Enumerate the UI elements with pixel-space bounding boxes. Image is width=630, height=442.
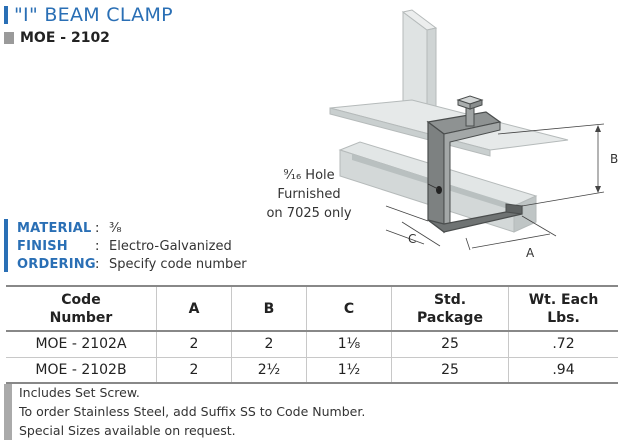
- cell-a: 2: [156, 357, 232, 383]
- note-line: To order Stainless Steel, add Suffix SS …: [19, 404, 366, 419]
- notes-accent-bar: [4, 384, 12, 440]
- page-title: "I" BEAM CLAMP: [14, 4, 173, 26]
- hole-note-line-1: ⁹⁄₁₆ Hole: [283, 168, 335, 183]
- header-line: Wt. Each: [528, 291, 599, 308]
- code-table: Code Number A B C Std. Package Wt. Each …: [6, 285, 618, 384]
- cell-weight: .94: [552, 361, 575, 378]
- specs-accent-bar: [4, 219, 8, 272]
- spec-colon: :: [95, 238, 100, 254]
- header-line: Code: [61, 291, 101, 308]
- dimension-a-label: A: [526, 246, 535, 260]
- header-line: Lbs.: [547, 309, 580, 326]
- cell-code-number: MOE - 2102A: [6, 331, 157, 357]
- title-row: "I" BEAM CLAMP: [4, 4, 173, 26]
- cell-a: 2: [156, 331, 232, 357]
- spec-label: MATERIAL: [17, 220, 92, 236]
- subtitle-row: MOE - 2102: [4, 30, 110, 46]
- beam-clamp-illustration: [329, 9, 605, 251]
- col-header-c: C: [306, 286, 392, 331]
- spec-label: FINISH: [17, 238, 68, 254]
- spec-value: ³⁄₈: [109, 220, 122, 236]
- header-line: B: [263, 300, 275, 317]
- spec-ordering: ORDERING : Specify code number: [17, 255, 247, 273]
- header-line: A: [188, 300, 200, 317]
- cell-std-package: 25: [391, 331, 509, 357]
- col-header-code-number: Code Number: [6, 286, 157, 331]
- cell-c: 1½: [306, 357, 392, 383]
- col-header-b: B: [231, 286, 307, 331]
- note-line: Special Sizes available on request.: [19, 423, 236, 438]
- col-header-wt-each: Wt. Each Lbs.: [509, 286, 619, 331]
- cell-b: 2½: [231, 357, 307, 383]
- header-line: Number: [49, 309, 113, 326]
- spec-colon: :: [95, 220, 100, 236]
- note-line: Includes Set Screw.: [19, 385, 140, 400]
- spec-value: Specify code number: [109, 256, 247, 272]
- cell-c: 1⅛: [306, 331, 392, 357]
- spec-material: MATERIAL : ³⁄₈: [17, 219, 247, 237]
- specifications: MATERIAL : ³⁄₈ FINISH : Electro-Galvaniz…: [17, 219, 247, 273]
- spec-finish: FINISH : Electro-Galvanized: [17, 237, 247, 255]
- dimension-b-label: B: [610, 152, 619, 166]
- page-subtitle: MOE - 2102: [20, 30, 110, 46]
- col-header-std-package: Std. Package: [391, 286, 509, 331]
- cell-b: 2: [231, 331, 307, 357]
- spec-value: Electro-Galvanized: [109, 238, 232, 254]
- header-line: Std.: [433, 291, 467, 308]
- col-header-a: A: [156, 286, 232, 331]
- table-row: MOE - 2102B 2 2½ 1½ 25 .94: [6, 357, 618, 383]
- header-line: Package: [417, 309, 483, 326]
- cell-std-package: 25: [391, 357, 509, 383]
- subtitle-accent-bar: [4, 32, 14, 44]
- hole-note-line-2: Furnished: [277, 187, 341, 202]
- table-header-row: Code Number A B C Std. Package Wt. Each …: [6, 286, 618, 331]
- table-row: MOE - 2102A 2 2 1⅛ 25 .72: [6, 331, 618, 357]
- spec-label: ORDERING: [17, 256, 96, 272]
- spec-colon: :: [95, 256, 100, 272]
- cell-weight: .72: [552, 336, 575, 353]
- notes: Includes Set Screw. To order Stainless S…: [19, 383, 365, 440]
- cell-code-number: MOE - 2102B: [6, 357, 157, 383]
- header-line: C: [343, 300, 355, 317]
- dimension-c-label: C: [408, 232, 417, 246]
- title-accent-bar: [4, 6, 8, 24]
- hole-note-line-3: on 7025 only: [266, 206, 352, 221]
- hole-note: ⁹⁄₁₆ Hole Furnished on 7025 only: [254, 166, 364, 223]
